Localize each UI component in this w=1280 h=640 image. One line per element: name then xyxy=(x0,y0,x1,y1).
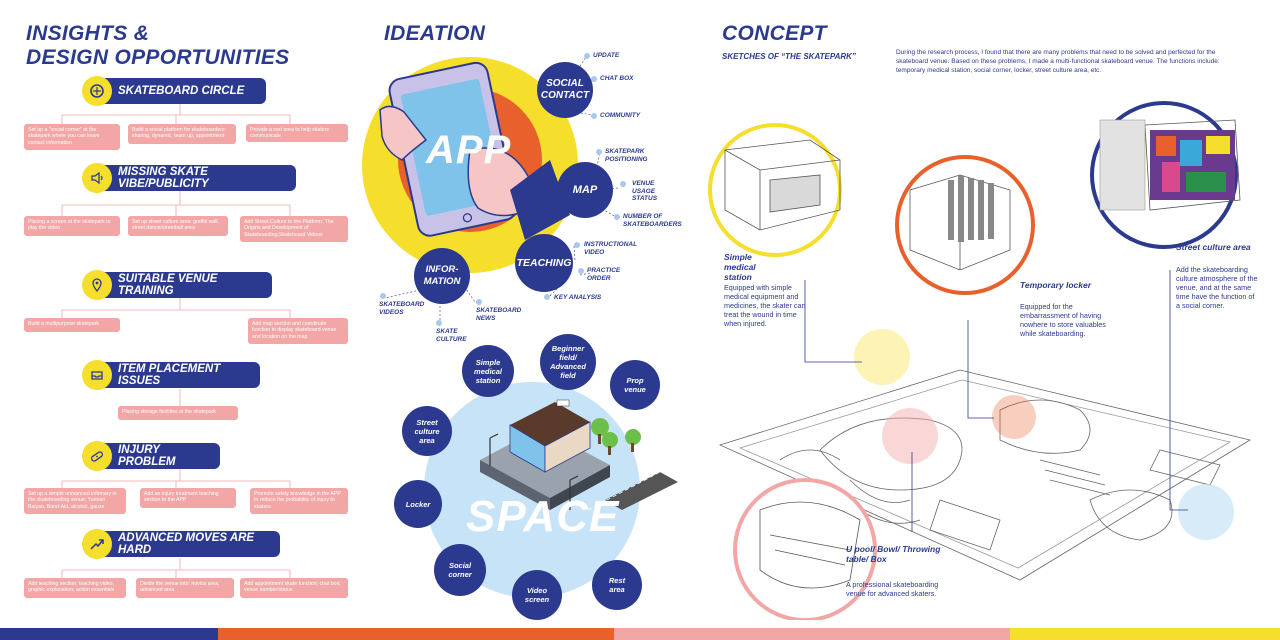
node-beginner-field: Beginner field/ Advanced field xyxy=(540,334,596,390)
bullet-dot xyxy=(476,299,482,305)
problem-missing-skate-vibe: MISSING SKATE VIBE/PUBLICITY xyxy=(82,163,296,193)
concept-title: CONCEPT xyxy=(722,22,827,45)
solution-box: Set up street culture area: graffiti wal… xyxy=(128,216,228,236)
speaker-icon xyxy=(82,163,112,193)
node-social-contact: SOCIAL CONTACT xyxy=(537,62,593,118)
problem-label: MISSING SKATE VIBE/PUBLICITY xyxy=(118,166,209,190)
solution-box: Build a multipurpose skatepark xyxy=(24,318,120,332)
problem-label: INJURY PROBLEM xyxy=(118,444,176,468)
label-number-skaters: NUMBER OF SKATEBOARDERS xyxy=(623,213,682,228)
annotation-locker-text: Equipped for the embarrassment of having… xyxy=(1020,302,1106,338)
app-word: APP xyxy=(426,128,512,172)
bullet-dot xyxy=(544,294,550,300)
footer-bar-navy xyxy=(0,628,218,640)
bullet-dot xyxy=(574,242,580,248)
bullet-dot xyxy=(578,268,584,274)
problem-suitable-venue: SUITABLE VENUE TRAINING xyxy=(82,270,272,300)
ideation-title: IDEATION xyxy=(384,22,486,45)
bandage-icon xyxy=(82,441,112,471)
solution-box: Divide the venue into: novice area, adva… xyxy=(136,578,234,598)
problem-label: SKATEBOARD CIRCLE xyxy=(118,85,245,97)
problem-injury: INJURY PROBLEM xyxy=(82,441,220,471)
bullet-dot xyxy=(620,181,626,187)
concept-intro: During the research process, I found tha… xyxy=(896,49,1220,74)
problem-label: SUITABLE VENUE TRAINING xyxy=(118,273,218,297)
concept-subtitle: SKETCHES OF “THE SKATEPARK” xyxy=(722,52,856,61)
solution-box: Add an injury treatment teaching section… xyxy=(140,488,236,508)
footer-bar-orange xyxy=(218,628,614,640)
solution-box: Build a social platform for skateboarder… xyxy=(128,124,236,144)
label-skate-culture: SKATE CULTURE xyxy=(436,328,467,343)
ideation-graphic xyxy=(362,56,678,598)
label-venue-status: VENUE USAGE STATUS xyxy=(632,180,658,202)
bullet-dot xyxy=(380,293,386,299)
inbox-icon xyxy=(82,360,112,390)
insights-title-line1: INSIGHTS & xyxy=(26,22,150,45)
label-chat-box: CHAT BOX xyxy=(600,75,634,82)
solution-box: Placing storage facilities at the skatep… xyxy=(118,406,238,420)
label-positioning: SKATEPARK POSITIONING xyxy=(605,148,648,163)
label-update: UPDATE xyxy=(593,52,620,59)
label-community: COMMUNITY xyxy=(600,112,641,119)
annotation-medical-title: Simple medical station xyxy=(724,252,756,282)
node-map: MAP xyxy=(557,162,613,218)
annotation-upool-text: A professional skateboarding venue for a… xyxy=(846,580,939,598)
location-pin-icon xyxy=(82,270,112,300)
insights-connectors xyxy=(61,103,291,578)
node-social-corner: Social corner xyxy=(434,544,486,596)
solution-box: Add map section and coordinate function … xyxy=(248,318,348,344)
solution-box: Add appointment skate function; chat box… xyxy=(240,578,348,598)
node-simple-medical: Simple medical station xyxy=(462,345,514,397)
node-rest-area: Rest area xyxy=(592,560,642,610)
label-skate-news: SKATEBOARD NEWS xyxy=(476,307,522,322)
annotation-upool-title: U pool/ Bowl/ Throwing table/ Box xyxy=(846,544,941,564)
node-prop-venue: Prop venue xyxy=(610,360,660,410)
solution-box: Add Street Culture to the Platform: The … xyxy=(240,216,348,242)
bullet-dot xyxy=(614,214,620,220)
node-street-culture: Street culture area xyxy=(402,406,452,456)
circle-icon xyxy=(82,76,112,106)
solution-box: Promote safety knowledge in the APP to r… xyxy=(250,488,348,514)
solution-box: Placing a screen at the skatepark to pla… xyxy=(24,216,120,236)
footer-bar-yellow xyxy=(1010,628,1280,640)
label-key-analysis: KEY ANALYSIS xyxy=(554,294,602,301)
node-teaching: TEACHING xyxy=(515,234,573,292)
footer-bar-pink xyxy=(614,628,1010,640)
bullet-dot xyxy=(436,320,442,326)
node-information: INFOR- MATION xyxy=(414,248,470,304)
annotation-street-text: Add the skateboarding culture atmosphere… xyxy=(1176,265,1258,310)
problem-label: ADVANCED MOVES ARE HARD xyxy=(118,532,255,556)
bullet-dot xyxy=(584,53,590,59)
concept-sketch xyxy=(708,101,1252,620)
label-instructional: INSTRUCTIONAL VIDEO xyxy=(584,241,637,256)
problem-label: ITEM PLACEMENT ISSUES xyxy=(118,363,221,387)
bullet-dot xyxy=(596,149,602,155)
solution-box: Add teaching section: teaching video, gr… xyxy=(24,578,126,598)
label-practice: PRACTICE ORDER xyxy=(587,267,621,282)
annotation-medical-text: Equipped with simple medical equipment a… xyxy=(724,283,806,328)
insights-title-line2: DESIGN OPPORTUNITIES xyxy=(26,46,290,69)
solution-box: Set up a simple unmanned infirmary in th… xyxy=(24,488,126,514)
problem-item-placement: ITEM PLACEMENT ISSUES xyxy=(82,360,260,390)
node-video-screen: Video screen xyxy=(512,570,562,620)
trend-up-icon xyxy=(82,529,112,559)
annotation-street-title: Street culture area xyxy=(1176,242,1251,252)
annotation-locker-title: Temporary locker xyxy=(1020,280,1092,290)
solution-box: Provide a rest area to help skaters comm… xyxy=(246,124,348,142)
solution-box: Set up a "social corner" at the skatepar… xyxy=(24,124,120,150)
bullet-dot xyxy=(591,113,597,119)
space-word: SPACE xyxy=(466,492,620,541)
node-locker: Locker xyxy=(394,480,442,528)
bullet-dot xyxy=(591,76,597,82)
problem-skateboard-circle: SKATEBOARD CIRCLE xyxy=(82,76,266,106)
problem-advanced-moves: ADVANCED MOVES ARE HARD xyxy=(82,529,280,559)
label-skate-videos: SKATEBOARD VIDEOS xyxy=(379,301,425,316)
